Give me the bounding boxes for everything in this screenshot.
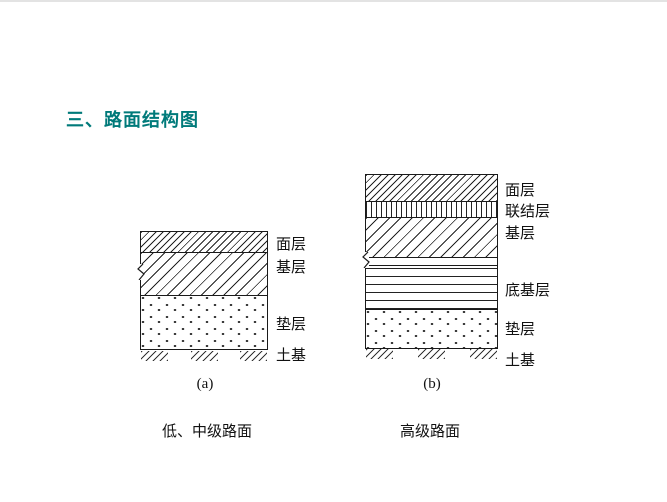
label-surface-a: 面层 <box>276 237 307 253</box>
figure-letter-a: (a) <box>196 376 214 392</box>
soil-tick-cluster <box>141 351 168 361</box>
layer-base-b <box>365 217 498 258</box>
diagram-high-grade-stack <box>362 174 498 349</box>
subgrade-hatch-b <box>366 349 497 359</box>
layer-surface-a <box>140 231 268 253</box>
soil-tick-cluster <box>418 349 445 359</box>
layer-binder-b <box>365 201 498 218</box>
label-subgrade-b: 土基 <box>505 353 536 369</box>
subgrade-hatch-a <box>141 351 267 361</box>
layer-cushion-b <box>365 309 498 349</box>
label-subbase-b: 底基层 <box>505 283 551 299</box>
figure-letter-b: (b) <box>423 376 441 392</box>
label-subgrade-a: 土基 <box>276 348 307 364</box>
soil-tick-cluster <box>190 351 218 361</box>
label-cushion-a: 垫层 <box>276 317 307 333</box>
caption-high-grade: 高级路面 <box>399 424 461 440</box>
page-title: 三、路面结构图 <box>66 110 199 130</box>
layer-surface-b <box>365 174 498 202</box>
break-line-icon <box>362 252 370 268</box>
break-line-icon <box>137 264 145 280</box>
label-surface-b: 面层 <box>505 183 536 199</box>
layer-break-gap-b <box>365 258 498 265</box>
label-cushion-b: 垫层 <box>505 322 536 338</box>
layer-cushion-a <box>140 295 268 350</box>
soil-tick-cluster <box>366 349 393 359</box>
soil-tick-cluster <box>240 351 267 361</box>
caption-low-grade: 低、中级路面 <box>161 424 253 440</box>
layer-base-a <box>140 252 268 296</box>
layer-subbase-b <box>365 265 498 310</box>
label-base-b: 基层 <box>505 226 536 242</box>
diagram-low-grade-stack <box>137 231 268 350</box>
label-base-a: 基层 <box>276 260 307 276</box>
soil-tick-cluster <box>470 349 497 359</box>
label-binder-b: 联结层 <box>505 204 551 220</box>
